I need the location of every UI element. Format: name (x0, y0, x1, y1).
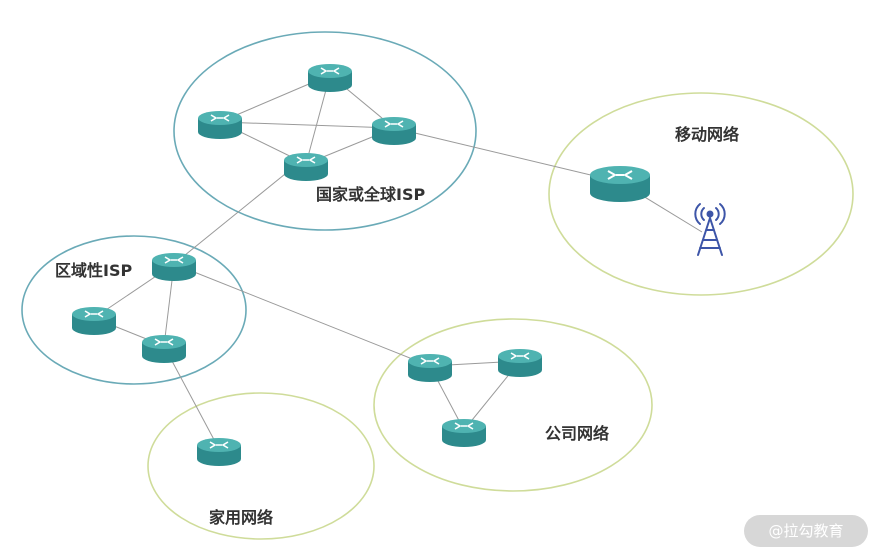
router-icon (197, 110, 243, 140)
company-network-ellipse (373, 318, 653, 492)
router-icon (307, 63, 353, 93)
national-isp-ellipse (173, 31, 477, 231)
router-icon (151, 252, 197, 282)
router-icon (71, 306, 117, 336)
link-line (163, 345, 220, 450)
link-line (219, 121, 395, 129)
router-icon (497, 348, 543, 378)
router-icon (589, 165, 651, 203)
router-icon (196, 437, 242, 467)
national-isp-label: 国家或全球ISP (316, 185, 426, 204)
mobile-network-ellipse (548, 92, 854, 296)
router-icon (141, 334, 187, 364)
watermark: @拉勾教育 (744, 515, 868, 547)
router-icon (371, 116, 417, 146)
link-line (173, 169, 291, 265)
cell-tower-icon (694, 203, 726, 256)
regional-isp-label: 区域性ISP (55, 261, 133, 280)
link-line (173, 263, 431, 367)
home-network-label: 家用网络 (209, 508, 274, 527)
home-network-ellipse (147, 392, 375, 540)
link-line (393, 127, 621, 183)
router-icon (407, 353, 453, 383)
router-icon (441, 418, 487, 448)
regional-isp-ellipse (21, 235, 247, 385)
company-network-label: 公司网络 (545, 424, 610, 443)
mobile-network-label: 移动网络 (675, 125, 740, 144)
router-icon (283, 152, 329, 182)
